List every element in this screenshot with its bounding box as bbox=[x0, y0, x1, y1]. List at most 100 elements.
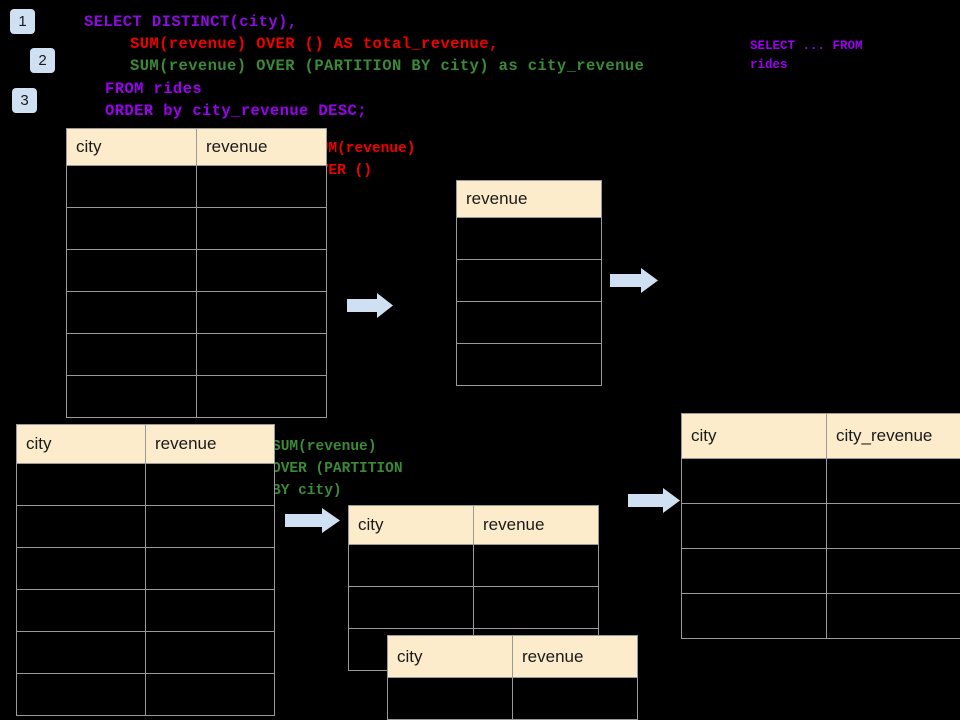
table-row bbox=[16, 547, 275, 590]
table-row bbox=[16, 463, 275, 506]
table-row bbox=[66, 333, 327, 376]
sql-line-city-revenue: SUM(revenue) OVER (PARTITION BY city) as… bbox=[130, 57, 645, 75]
table-row bbox=[456, 301, 602, 344]
cell-city bbox=[66, 375, 197, 418]
cell-city bbox=[348, 544, 474, 587]
table-row bbox=[16, 505, 275, 548]
cell-revenue bbox=[473, 544, 599, 587]
table-row bbox=[456, 343, 602, 386]
table-row bbox=[456, 259, 602, 302]
table-row bbox=[387, 677, 638, 720]
cell-revenue bbox=[473, 586, 599, 629]
cell-revenue bbox=[145, 631, 275, 674]
table-total-revenue: revenue bbox=[456, 180, 602, 386]
cell-revenue bbox=[196, 375, 327, 418]
sql-line-from: FROM rides bbox=[105, 80, 203, 98]
table-row bbox=[348, 544, 599, 587]
table-row bbox=[66, 249, 327, 292]
table-header-row: city revenue bbox=[387, 635, 638, 678]
step-badge-3[interactable]: 3 bbox=[12, 88, 37, 113]
cell-revenue bbox=[456, 343, 602, 386]
table-row bbox=[681, 548, 960, 594]
table-row bbox=[681, 458, 960, 504]
table-header-row: revenue bbox=[456, 180, 602, 218]
step-badge-1[interactable]: 1 bbox=[10, 9, 35, 34]
cell-city bbox=[681, 458, 827, 504]
sql-line-total-revenue: SUM(revenue) OVER () AS total_revenue, bbox=[130, 35, 499, 53]
cell-city bbox=[16, 673, 146, 716]
column-header-city: city bbox=[387, 635, 513, 678]
cell-revenue bbox=[456, 217, 602, 260]
table-body bbox=[16, 463, 275, 716]
cell-city bbox=[16, 463, 146, 506]
cell-city bbox=[16, 589, 146, 632]
cell-city bbox=[66, 249, 197, 292]
cell-revenue bbox=[145, 463, 275, 506]
cell-revenue bbox=[145, 673, 275, 716]
cell-revenue bbox=[196, 333, 327, 376]
table-partition-group-back: city revenue bbox=[348, 505, 599, 671]
cell-city bbox=[348, 586, 474, 629]
sql-line-select: SELECT DISTINCT(city), bbox=[84, 13, 298, 31]
table-body bbox=[456, 217, 602, 386]
table-header-row: city revenue bbox=[66, 128, 327, 166]
cell-city-revenue bbox=[826, 593, 960, 639]
table-row bbox=[681, 593, 960, 639]
column-header-city: city bbox=[16, 424, 146, 464]
table-row bbox=[456, 217, 602, 260]
cell-revenue bbox=[456, 259, 602, 302]
table-city-revenue-result: city city_revenue bbox=[681, 413, 960, 639]
table-body bbox=[387, 677, 638, 720]
table-body bbox=[681, 458, 960, 639]
note-select-from-rides: SELECT ... FROM rides bbox=[750, 39, 863, 72]
column-header-revenue: revenue bbox=[512, 635, 638, 678]
table-row bbox=[66, 207, 327, 250]
arrow-right-icon-source-to-partition bbox=[285, 508, 340, 533]
note-sum-over-partition: SUM(revenue) OVER (PARTITION BY city) bbox=[272, 439, 403, 499]
table-partition-group-front: city revenue bbox=[387, 635, 638, 720]
cell-city-revenue bbox=[826, 503, 960, 549]
table-header-row: city revenue bbox=[16, 424, 275, 464]
arrow-right-icon-total-to-result bbox=[610, 268, 658, 293]
column-header-revenue: revenue bbox=[473, 505, 599, 545]
cell-city bbox=[681, 548, 827, 594]
table-row bbox=[66, 375, 327, 418]
column-header-city: city bbox=[66, 128, 197, 166]
cell-city bbox=[681, 593, 827, 639]
sql-line-order-by: ORDER by city_revenue DESC; bbox=[105, 102, 367, 120]
step-badge-2[interactable]: 2 bbox=[30, 48, 55, 73]
column-header-city-revenue: city_revenue bbox=[826, 413, 960, 459]
table-body bbox=[66, 165, 327, 418]
cell-revenue bbox=[456, 301, 602, 344]
cell-revenue bbox=[196, 249, 327, 292]
table-row bbox=[16, 631, 275, 674]
cell-city bbox=[681, 503, 827, 549]
cell-city bbox=[66, 333, 197, 376]
cell-revenue bbox=[196, 165, 327, 208]
table-row bbox=[681, 503, 960, 549]
table-rides-source-bottom: city revenue bbox=[16, 424, 275, 716]
cell-city bbox=[16, 505, 146, 548]
column-header-revenue: revenue bbox=[456, 180, 602, 218]
cell-city bbox=[16, 631, 146, 674]
cell-city bbox=[66, 291, 197, 334]
arrow-right-icon-partition-to-result bbox=[628, 488, 680, 513]
table-row bbox=[348, 586, 599, 629]
table-row bbox=[66, 165, 327, 208]
cell-revenue bbox=[145, 547, 275, 590]
column-header-revenue: revenue bbox=[196, 128, 327, 166]
cell-revenue bbox=[145, 589, 275, 632]
cell-city-revenue bbox=[826, 458, 960, 504]
table-header-row: city city_revenue bbox=[681, 413, 960, 459]
cell-city bbox=[66, 207, 197, 250]
table-header-row: city revenue bbox=[348, 505, 599, 545]
cell-city bbox=[16, 547, 146, 590]
table-rides-source-top: city revenue bbox=[66, 128, 327, 418]
cell-revenue bbox=[196, 207, 327, 250]
cell-revenue bbox=[512, 677, 638, 720]
table-row bbox=[16, 589, 275, 632]
cell-city bbox=[66, 165, 197, 208]
cell-city bbox=[387, 677, 513, 720]
cell-revenue bbox=[196, 291, 327, 334]
